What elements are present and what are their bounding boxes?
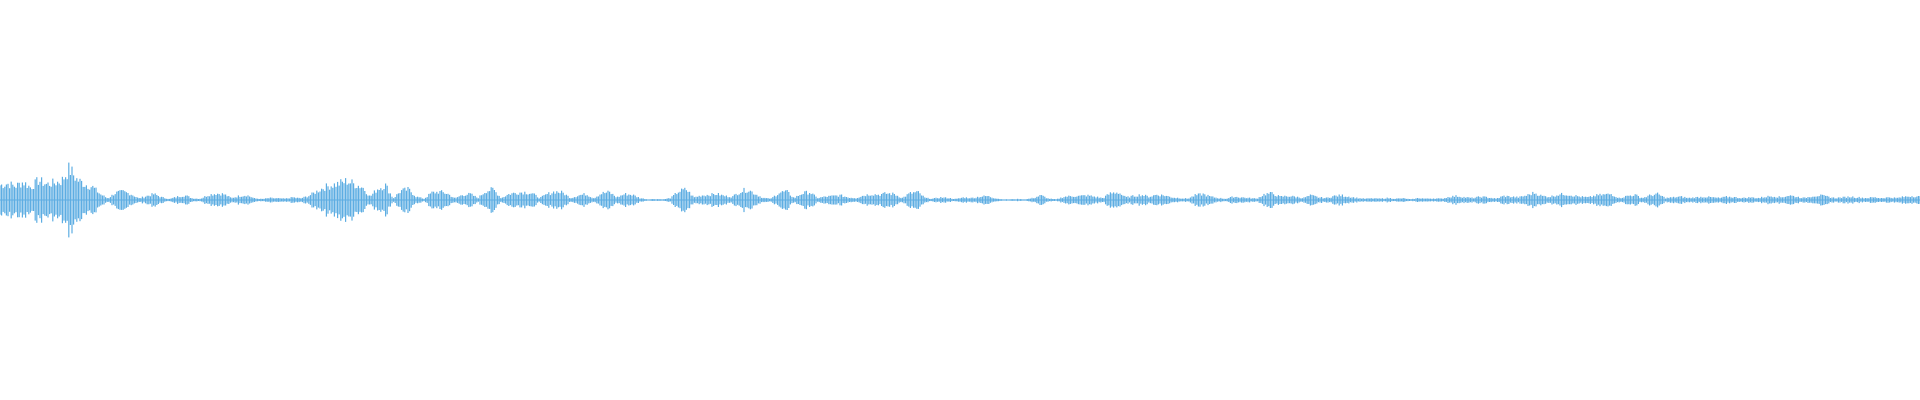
waveform-bars (0, 162, 1920, 238)
